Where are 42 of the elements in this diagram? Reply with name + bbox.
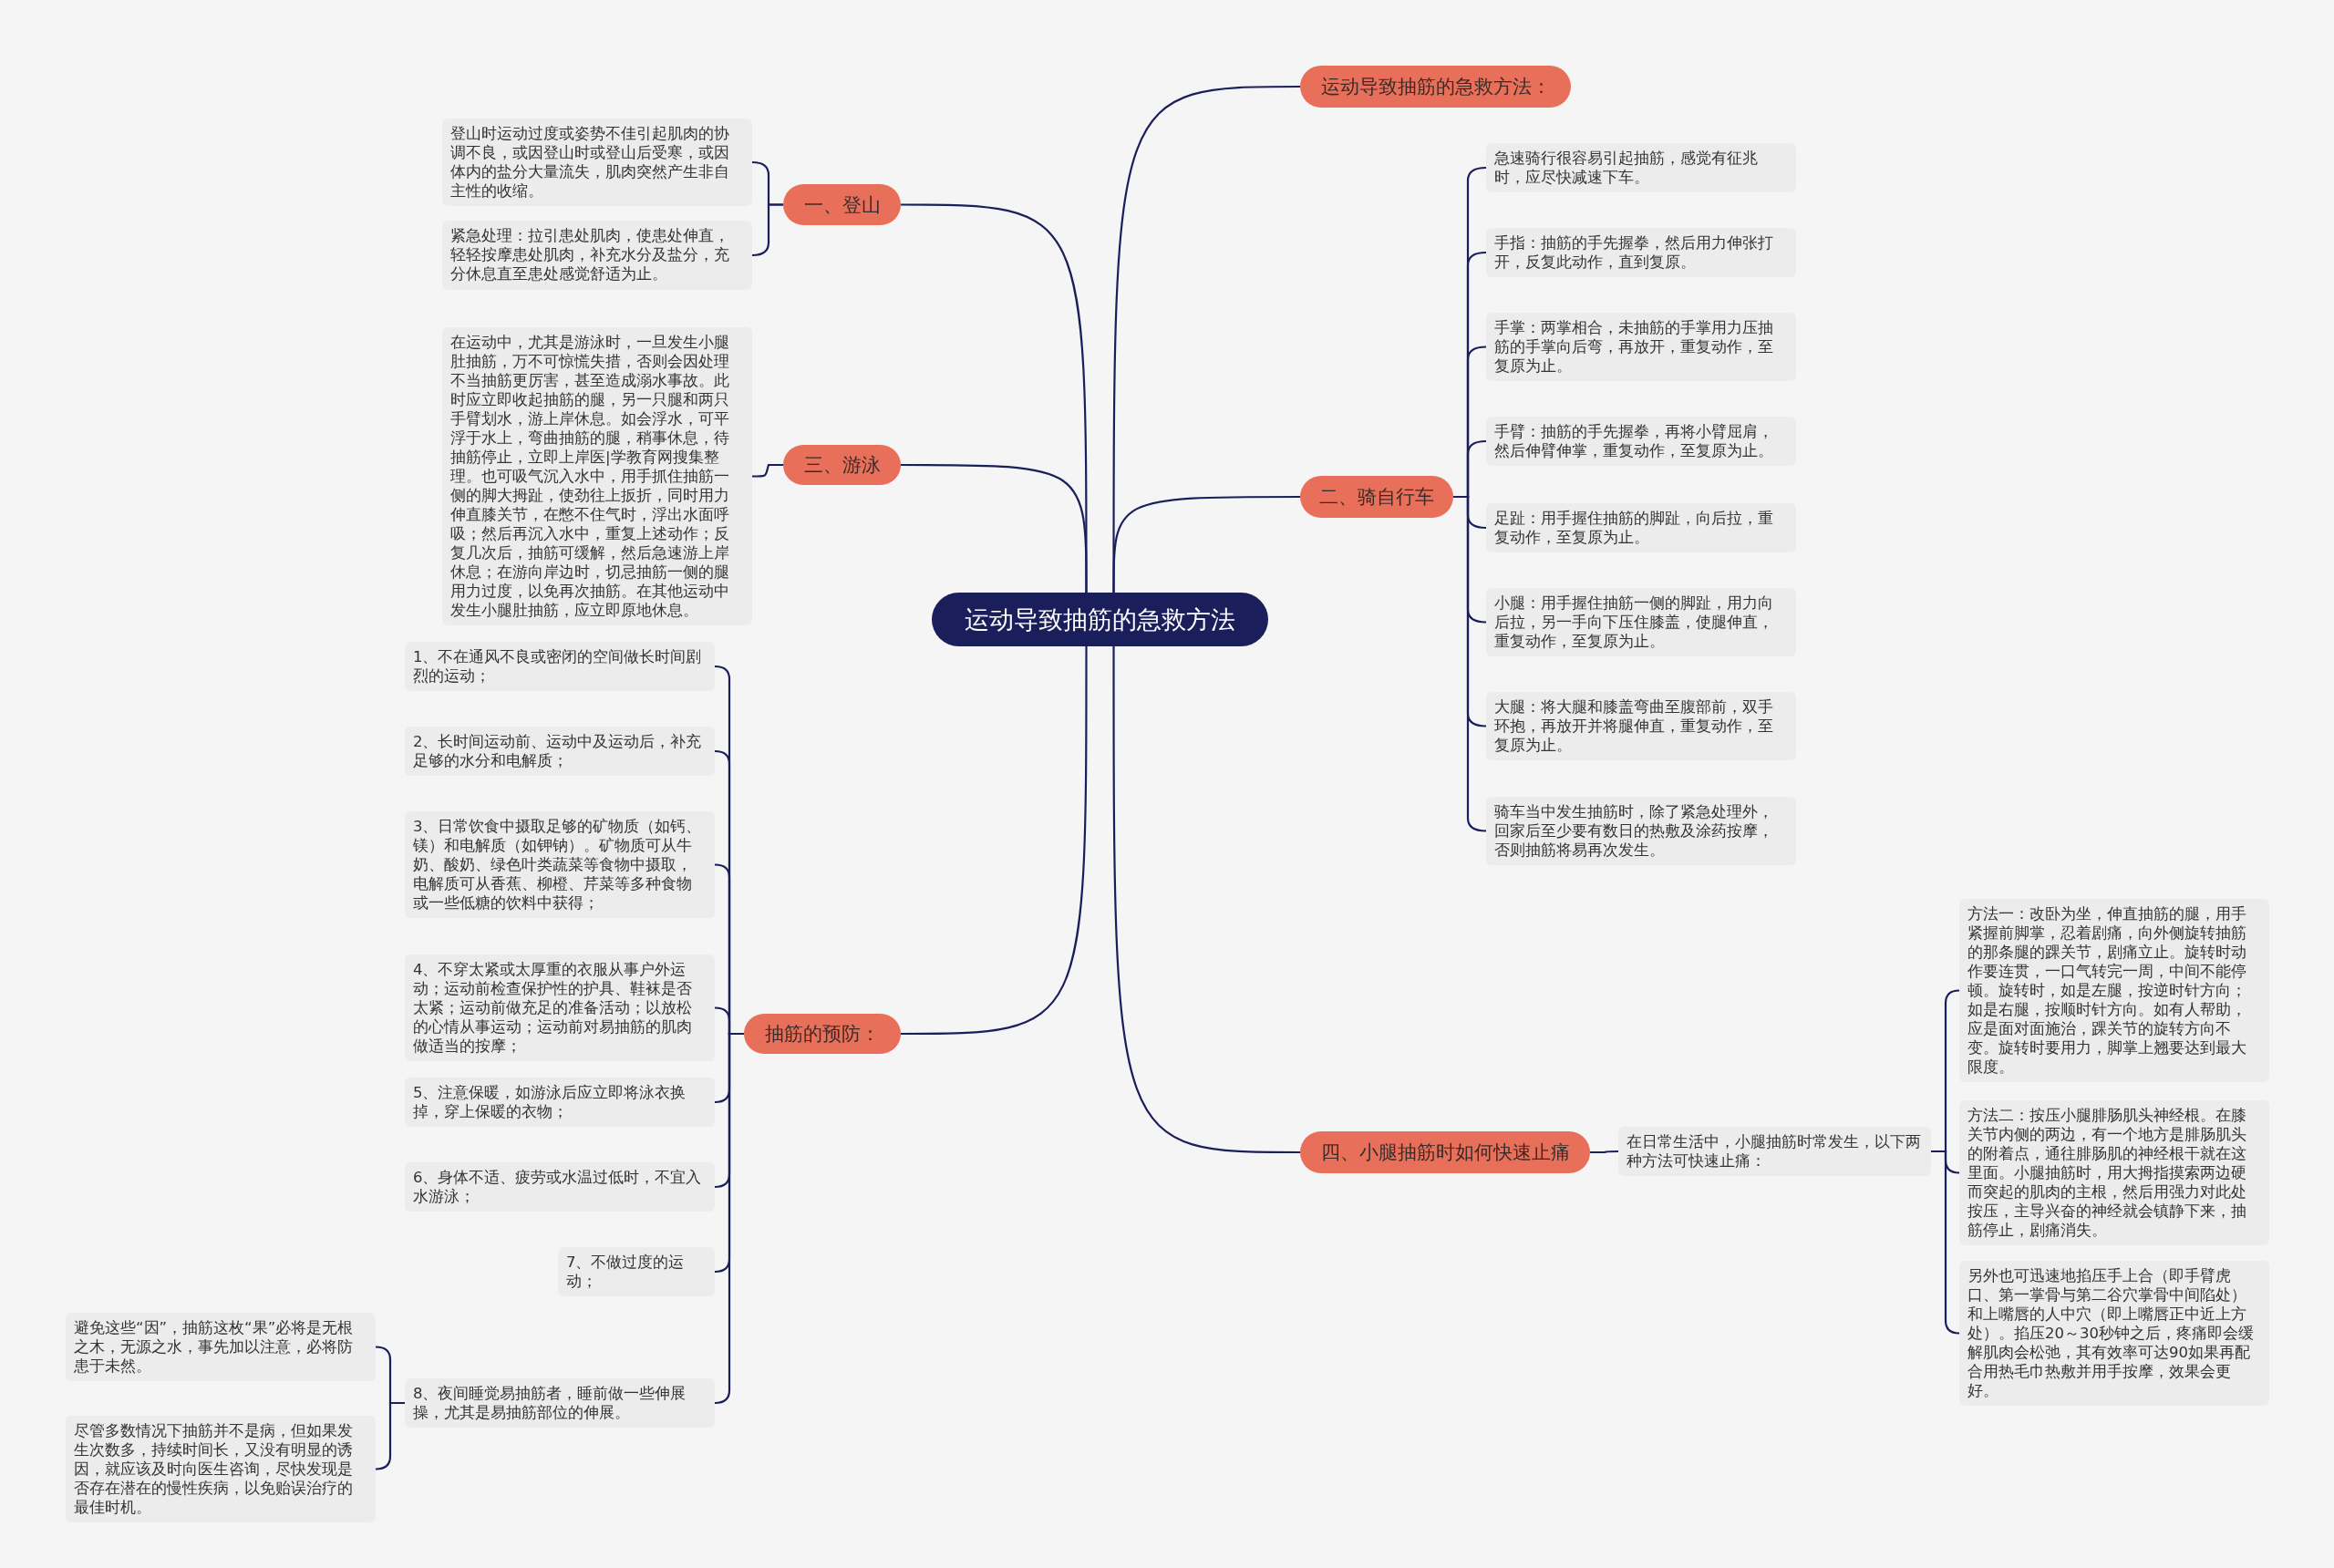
topic-pill: 三、游泳 bbox=[783, 445, 901, 485]
topic-pill: 一、登山 bbox=[783, 184, 901, 225]
note-card: 6、身体不适、疲劳或水温过低时，不宜入水游泳； bbox=[405, 1162, 715, 1212]
note-card: 在运动中，尤其是游泳时，一旦发生小腿肚抽筋，万不可惊慌失措，否则会因处理不当抽筋更厉害，甚至造成溺水事故。此时应立即收起抽筋的腿，另一只腿和两只手臂划水，游上岸休息。如会浮水，可平浮于水上，弯曲抽筋的腿，稍事休息，待抽筋停止，立即上岸医|学教育网搜集整理。也可吸气沉入水中，用手抓住抽筋一侧的脚大拇趾，使劲往上扳折，同时用力伸直膝关节，在憋不住气时，浮出水面呼吸；然后再沉入水中，重复上述动作；反复几次后，抽筋可缓解，然后急速游上岸休息；在游向岸边时，切忌抽筋一侧的腿用力过度，以免再次抽筋。在其他运动中发生小腿肚抽筋，应立即原地休息。 bbox=[442, 327, 752, 625]
note-card: 8、夜间睡觉易抽筋者，睡前做一些伸展操，尤其是易抽筋部位的伸展。 bbox=[405, 1378, 715, 1428]
connector-line bbox=[1590, 1150, 1618, 1154]
connector-line bbox=[1453, 495, 1487, 832]
note-card: 4、不穿太紧或太厚重的衣服从事户外运动；运动前检查保护性的护具、鞋袜是否太紧；运动前做充足的准备活动；以放松的心情从事运动；运动前对易抽筋的肌肉做适当的按摩； bbox=[405, 954, 715, 1061]
note-card: 急速骑行很容易引起抽筋，感觉有征兆时，应尽快减速下车。 bbox=[1486, 143, 1796, 192]
note-card: 小腿：用手握住抽筋一侧的脚趾，用力向后拉，另一手向下压住膝盖，使腿伸直，重复动作，至复原为止。 bbox=[1486, 588, 1796, 656]
note-card: 1、不在通风不良或密闭的空间做长时间剧烈的运动； bbox=[405, 642, 715, 691]
note-card: 另外也可迅速地掐压手上合（即手臂虎口、第一掌骨与第二谷穴掌骨中间陷处）和上嘴唇的人中穴（即上嘴唇正中近上方处）。掐压20～30秒钟之后，疼痛即会缓解肌肉会松弛，其有效率可达90如果再配合用热毛巾热敷并用手按摩，效果会更好。 bbox=[1959, 1261, 2269, 1406]
note-card: 紧急处理：拉引患处肌肉，使患处伸直，轻轻按摩患处肌肉，补充水分及盐分，充分休息直至患处感觉舒适为止。 bbox=[442, 221, 752, 290]
topic-pill: 抽筋的预防： bbox=[744, 1014, 901, 1054]
connector-line bbox=[901, 463, 1088, 593]
note-card: 骑车当中发生抽筋时，除了紧急处理外，回家后至少要有数日的热敷及涂药按摩，否则抽筋将易再次发生。 bbox=[1486, 797, 1796, 865]
note-card: 手掌：两掌相合，未抽筋的手掌用力压抽筋的手掌向后弯，再放开，重复动作，至复原为止。 bbox=[1486, 313, 1796, 381]
note-card: 方法一：改卧为坐，伸直抽筋的腿，用手紧握前脚掌，忍着剧痛，向外侧旋转抽筋的那条腿的踝关节，剧痛立止。旋转时动作要连贯，一口气转完一周，中间不能停顿。旋转时，如是左腿，按逆时针方向；如是右腿，按顺时针方向。如有人帮助，应是面对面施治，踝关节的旋转方向不变。旋转时要用力，脚掌上翘要达到最大限度。 bbox=[1959, 899, 2269, 1082]
central-topic: 运动导致抽筋的急救方法 bbox=[932, 593, 1268, 646]
note-card: 3、日常饮食中摄取足够的矿物质（如钙、镁）和电解质（如钾钠）。矿物质可从牛奶、酸奶、绿色叶类蔬菜等食物中摄取，电解质可从香蕉、柳橙、芹菜等多种食物或一些低糖的饮料中获得； bbox=[405, 811, 715, 918]
connector-line bbox=[752, 463, 783, 478]
topic-pill: 二、骑自行车 bbox=[1300, 476, 1453, 518]
connector-line bbox=[714, 1032, 744, 1405]
note-card: 尽管多数情况下抽筋并不是病，但如果发生次数多，持续时间长，又没有明显的诱因，就应该及时向医生咨询，尽快发现是否存在潜在的慢性疾病，以免贻误治疗的最佳时机。 bbox=[66, 1416, 376, 1522]
note-card: 在日常生活中，小腿抽筋时常发生，以下两种方法可快速止痛： bbox=[1618, 1127, 1931, 1176]
note-card: 足趾：用手握住抽筋的脚趾，向后拉，重复动作，至复原为止。 bbox=[1486, 503, 1796, 552]
topic-pill: 运动导致抽筋的急救方法： bbox=[1300, 66, 1571, 108]
note-card: 手指：抽筋的手先握拳，然后用力伸张打开，反复此动作，直到复原。 bbox=[1486, 228, 1796, 277]
note-card: 2、长时间运动前、运动中及运动后，补充足够的水分和电解质； bbox=[405, 727, 715, 776]
topic-pill: 四、小腿抽筋时如何快速止痛 bbox=[1300, 1131, 1590, 1173]
connector-line bbox=[375, 1401, 405, 1470]
note-card: 登山时运动过度或姿势不佳引起肌肉的协调不良，或因登山时或登山后受寒，或因体内的盐分大量流失，肌肉突然产生非自主性的收缩。 bbox=[442, 119, 752, 206]
connector-line bbox=[1931, 1150, 1960, 1335]
note-card: 5、注意保暖，如游泳后应立即将泳衣换掉，穿上保暖的衣物； bbox=[405, 1078, 715, 1127]
note-card: 大腿：将大腿和膝盖弯曲至腹部前，双手环抱，再放开并将腿伸直，重复动作，至复原为止。 bbox=[1486, 692, 1796, 760]
note-card: 7、不做过度的运动； bbox=[558, 1247, 715, 1296]
connector-line bbox=[1112, 646, 1300, 1154]
connector-line bbox=[1112, 495, 1300, 593]
connector-line bbox=[901, 646, 1088, 1036]
note-card: 手臂：抽筋的手先握拳，再将小臂屈肩，然后伸臂伸掌，重复动作，至复原为止。 bbox=[1486, 417, 1796, 466]
note-card: 避免这些“因”，抽筋这枚“果”必将是无根之木，无源之水，事先加以注意，必将防患于未然。 bbox=[66, 1313, 376, 1381]
note-card: 方法二：按压小腿腓肠肌头神经根。在膝关节内侧的两边，有一个地方是腓肠肌头的附着点，通往腓肠肌的神经根干就在这里面。小腿抽筋时，用大拇指摸索两边硬而突起的肌肉的主根，然后用强力对此处按压，主导兴奋的神经就会镇静下来，抽筋停止，剧痛消失。 bbox=[1959, 1100, 2269, 1245]
